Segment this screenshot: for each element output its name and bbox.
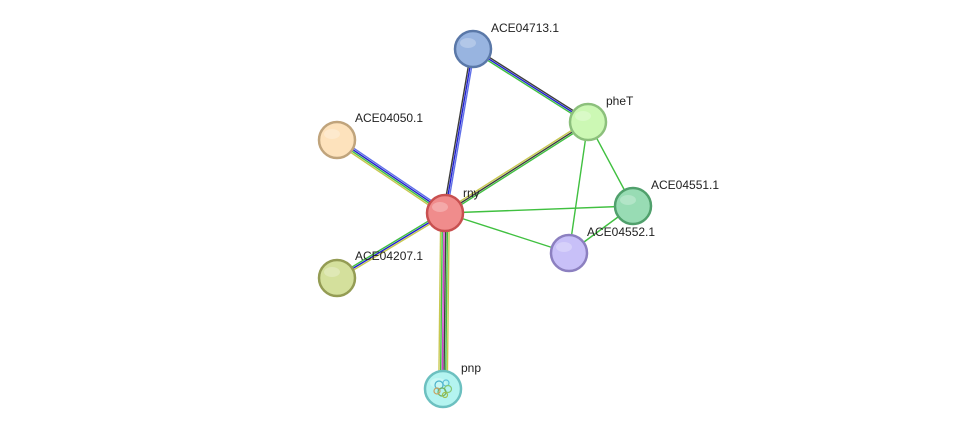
edge-evidence-line bbox=[444, 212, 570, 254]
edge-evidence-line bbox=[335, 141, 444, 216]
node-label: ACE04207.1 bbox=[355, 249, 423, 263]
node-circle[interactable] bbox=[613, 186, 653, 226]
edge-evidence-line bbox=[446, 213, 450, 390]
node-circle[interactable] bbox=[549, 233, 589, 273]
edge-evidence-line bbox=[335, 210, 445, 278]
edge-rny-ACE04050.1 bbox=[335, 137, 447, 216]
node-highlight bbox=[556, 242, 572, 252]
edge-evidence-line bbox=[444, 121, 589, 214]
node-circle[interactable] bbox=[425, 193, 465, 233]
node-label: rny bbox=[463, 186, 480, 200]
edge-evidence-line bbox=[336, 212, 446, 279]
edge-evidence-line bbox=[472, 48, 589, 123]
protein-structure-icon bbox=[433, 379, 453, 399]
node-label: ACE04552.1 bbox=[587, 225, 655, 239]
node-ACE04551.1[interactable]: ACE04551.1 bbox=[613, 178, 719, 226]
edge-rny-ACE04713.1 bbox=[442, 48, 476, 214]
edges-layer bbox=[335, 46, 634, 390]
edge-evidence-line bbox=[338, 137, 447, 212]
edge-rny-ACE04552.1 bbox=[444, 212, 570, 254]
edge-evidence-line bbox=[473, 46, 590, 122]
edge-pheT-ACE04552.1 bbox=[568, 121, 589, 254]
edge-evidence-line bbox=[337, 138, 446, 213]
edge-evidence-line bbox=[445, 122, 590, 216]
node-ACE04552.1[interactable]: ACE04552.1 bbox=[549, 225, 655, 273]
edge-evidence-line bbox=[442, 48, 473, 213]
node-label: ACE04050.1 bbox=[355, 111, 423, 125]
edge-evidence-line bbox=[441, 212, 445, 389]
edge-evidence-line bbox=[445, 49, 476, 214]
edge-evidence-line bbox=[336, 140, 445, 215]
structure-strand bbox=[437, 387, 447, 397]
edge-evidence-line bbox=[444, 48, 474, 214]
edge-evidence-line bbox=[568, 121, 589, 254]
node-pheT[interactable]: pheT bbox=[568, 94, 634, 142]
node-pnp[interactable]: pnp bbox=[423, 361, 481, 409]
edge-evidence-line bbox=[439, 212, 444, 389]
node-circle[interactable] bbox=[317, 120, 357, 160]
node-highlight bbox=[324, 267, 340, 277]
nodes-layer: rny ACE04713.1 pheT ACE04050.1ACE04551.1ACE… bbox=[317, 21, 719, 409]
node-highlight bbox=[460, 38, 476, 48]
node-ACE04713.1[interactable]: ACE04713.1 bbox=[453, 21, 559, 69]
node-label: ACE04713.1 bbox=[491, 21, 559, 35]
edge-evidence-line bbox=[438, 212, 442, 389]
structure-strand bbox=[433, 387, 441, 395]
edge-rny-pheT bbox=[443, 119, 590, 216]
node-highlight bbox=[430, 378, 446, 388]
edge-evidence-line bbox=[444, 205, 634, 214]
edge-rny-pnp bbox=[438, 212, 450, 390]
edge-evidence-line bbox=[443, 119, 588, 213]
node-rny[interactable]: rny bbox=[425, 186, 480, 233]
structure-strand bbox=[441, 391, 449, 399]
node-ACE04050.1[interactable]: ACE04050.1 bbox=[317, 111, 423, 160]
edge-evidence-line bbox=[443, 213, 447, 390]
node-circle[interactable] bbox=[568, 102, 608, 142]
node-circle[interactable] bbox=[317, 258, 357, 298]
node-circle[interactable] bbox=[423, 369, 463, 409]
node-highlight bbox=[575, 111, 591, 121]
edge-rny-ACE04551.1 bbox=[444, 205, 634, 214]
node-highlight bbox=[620, 195, 636, 205]
edge-rny-ACE04207.1 bbox=[335, 210, 447, 281]
node-highlight bbox=[324, 129, 340, 139]
node-circle[interactable] bbox=[453, 29, 493, 69]
edge-ACE04713.1-pheT bbox=[471, 46, 590, 125]
node-label: pheT bbox=[606, 94, 634, 108]
node-ACE04207.1[interactable]: ACE04207.1 bbox=[317, 249, 423, 298]
edge-evidence-line bbox=[471, 49, 588, 125]
edge-evidence-line bbox=[337, 213, 447, 281]
node-label: pnp bbox=[461, 361, 481, 375]
edge-evidence-line bbox=[444, 213, 449, 390]
node-highlight bbox=[432, 202, 448, 212]
node-label: ACE04551.1 bbox=[651, 178, 719, 192]
